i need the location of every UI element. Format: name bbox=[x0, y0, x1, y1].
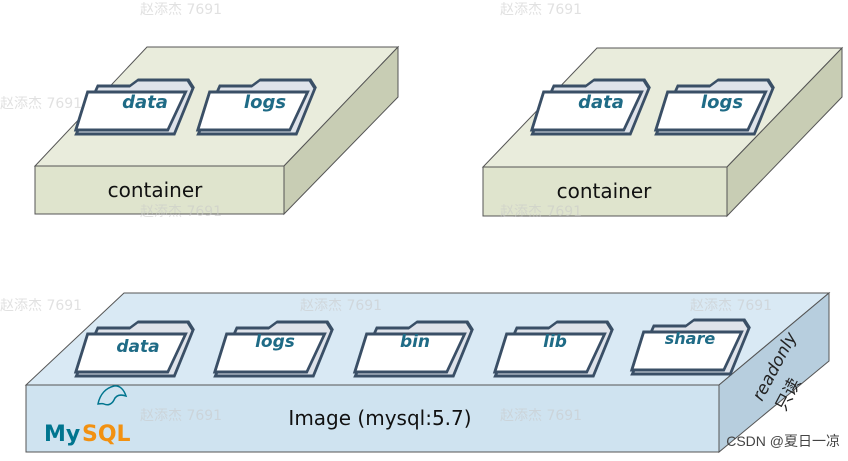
folder-label: bin bbox=[400, 332, 430, 352]
folder-label: share bbox=[665, 329, 716, 348]
watermark: 赵添杰 7691 bbox=[300, 298, 382, 314]
watermark: 赵添杰 7691 bbox=[140, 204, 222, 220]
folder-label: logs bbox=[701, 92, 743, 113]
container-box-1: data logs container bbox=[33, 45, 400, 216]
watermark: 赵添杰 7691 bbox=[140, 408, 222, 424]
folder-label: logs bbox=[244, 92, 286, 113]
watermark: 赵添杰 7691 bbox=[500, 204, 582, 220]
container-label: container bbox=[108, 178, 204, 202]
folder-label: data bbox=[122, 92, 168, 113]
folder-label: logs bbox=[255, 332, 295, 352]
watermark: 赵添杰 7691 bbox=[690, 298, 772, 314]
mysql-logo-my: My bbox=[44, 422, 80, 447]
container-box-2: data logs container bbox=[481, 46, 844, 218]
image-layer-box: data logs bin lib share Image (mysql:5.7… bbox=[24, 291, 831, 454]
watermark: 赵添杰 7691 bbox=[140, 2, 222, 18]
mysql-logo-sql: SQL bbox=[82, 422, 131, 447]
mysql-logo: My SQL bbox=[44, 385, 131, 447]
credit-text: CSDN @夏日一凉 bbox=[726, 433, 840, 449]
watermark: 赵添杰 7691 bbox=[500, 408, 582, 424]
folder-label: lib bbox=[543, 332, 567, 352]
watermark: 赵添杰 7691 bbox=[0, 298, 82, 314]
image-layer-label: Image (mysql:5.7) bbox=[288, 406, 471, 430]
folder-label: data bbox=[116, 337, 159, 357]
folder-label: data bbox=[578, 92, 624, 113]
container-label: container bbox=[557, 179, 653, 203]
dolphin-icon bbox=[97, 385, 128, 406]
watermark: 赵添杰 7691 bbox=[500, 2, 582, 18]
watermark: 赵添杰 7691 bbox=[0, 96, 82, 112]
